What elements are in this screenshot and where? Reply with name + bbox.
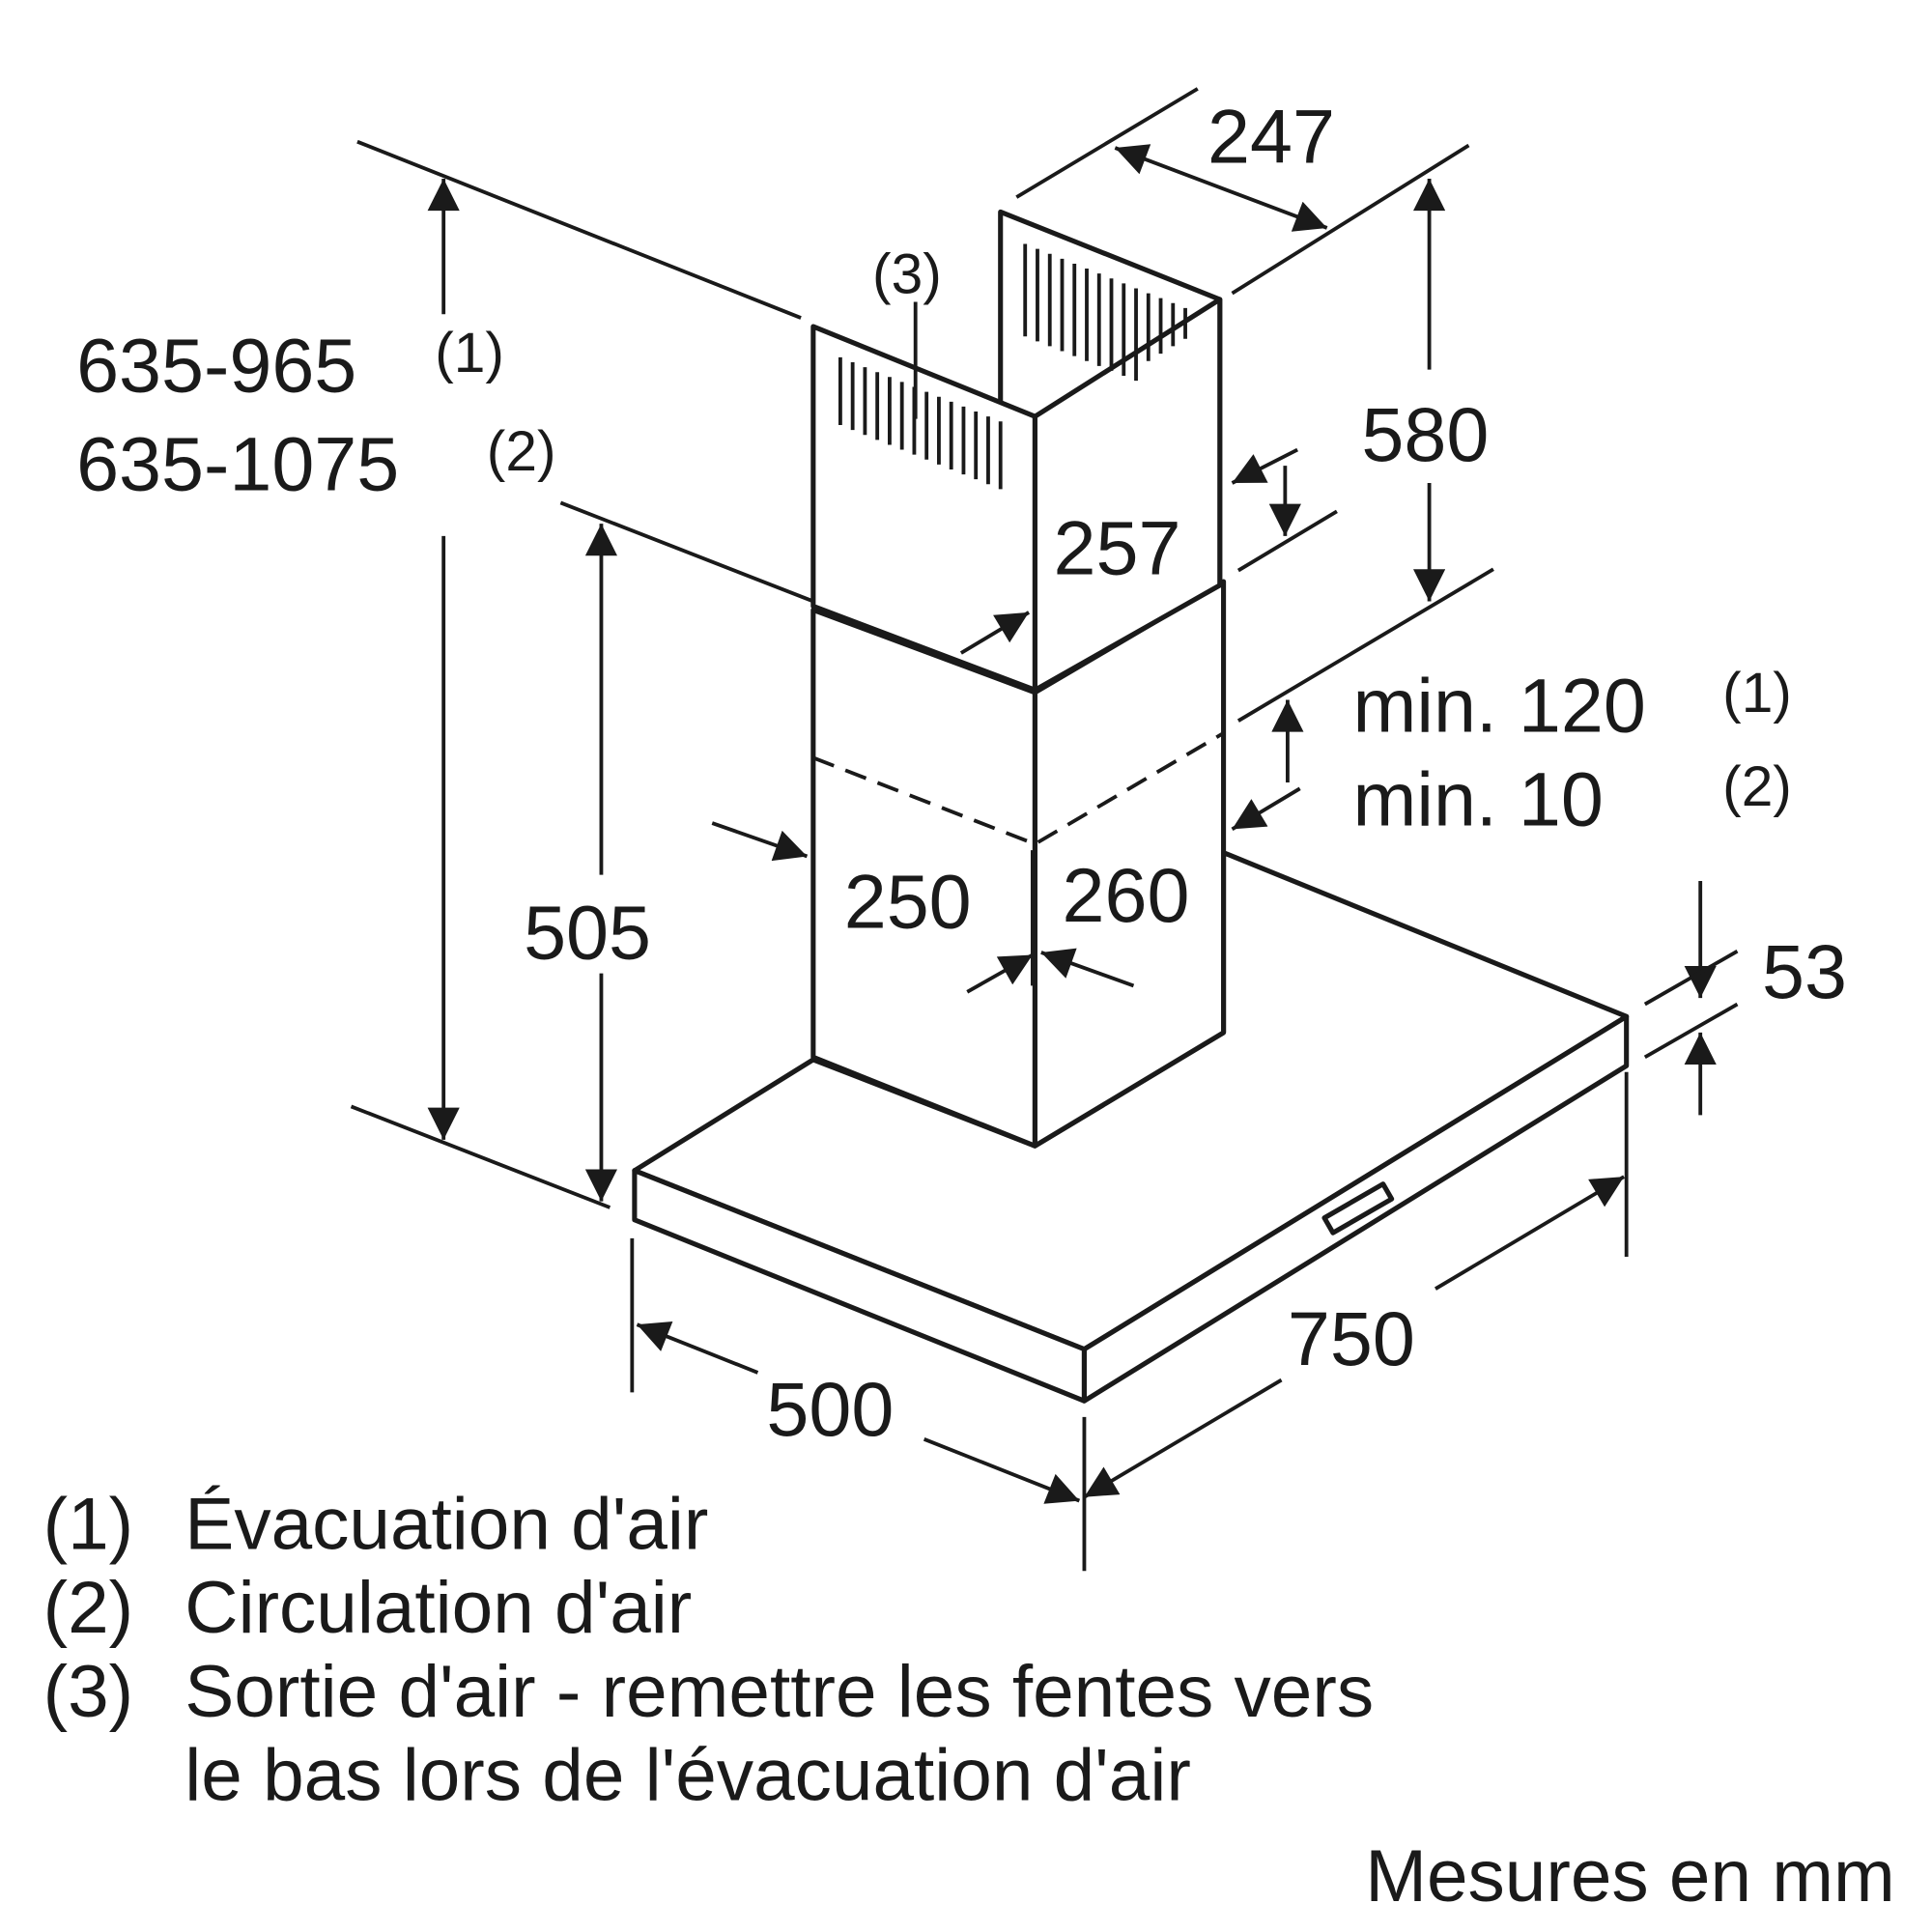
overlap-dashed-line (812, 731, 1225, 846)
note-2: (2) (487, 420, 556, 483)
label-580: 580 (1361, 391, 1489, 477)
label-500: 500 (766, 1366, 894, 1452)
dimension-lines (350, 87, 1739, 1572)
label-260: 260 (1062, 852, 1189, 938)
dimension-labels: 635-965 (1) 635-1075 (2) (3) 247 580 257… (76, 93, 1847, 1452)
note-3: (3) (872, 243, 942, 306)
units-note: Mesures en mm (1365, 1835, 1895, 1918)
air-vent-slots (838, 243, 1187, 490)
label-min-120: min. 120 (1353, 663, 1646, 749)
note-1: (1) (435, 322, 504, 384)
legend-text-2: Circulation d'air (185, 1567, 692, 1649)
label-505: 505 (524, 889, 651, 975)
upper-chimney-right (1032, 297, 1223, 693)
label-257: 257 (1054, 504, 1181, 590)
legend-text-1: Évacuation d'air (185, 1483, 708, 1565)
label-247: 247 (1208, 93, 1335, 179)
label-min-10: min. 10 (1353, 756, 1604, 842)
label-250: 250 (844, 858, 972, 944)
label-750: 750 (1288, 1295, 1415, 1381)
label-height-2: 635-1075 (76, 421, 399, 507)
control-panel (1321, 1181, 1395, 1236)
note-2b: (2) (1722, 755, 1792, 818)
legend-key-1: (1) (43, 1483, 134, 1565)
note-1b: (1) (1722, 662, 1792, 724)
label-53: 53 (1762, 928, 1847, 1014)
hood-body (632, 209, 1630, 1404)
legend-text-3-cont: le bas lors de l'évacuation d'air (185, 1735, 1191, 1817)
label-height-1: 635-965 (76, 323, 356, 409)
legend-text-3: Sortie d'air - remettre les fentes vers (185, 1651, 1374, 1733)
legend: (1) Évacuation d'air (2) Circulation d'a… (43, 1483, 1895, 1918)
legend-key-2: (2) (43, 1567, 134, 1649)
legend-key-3: (3) (43, 1651, 134, 1733)
